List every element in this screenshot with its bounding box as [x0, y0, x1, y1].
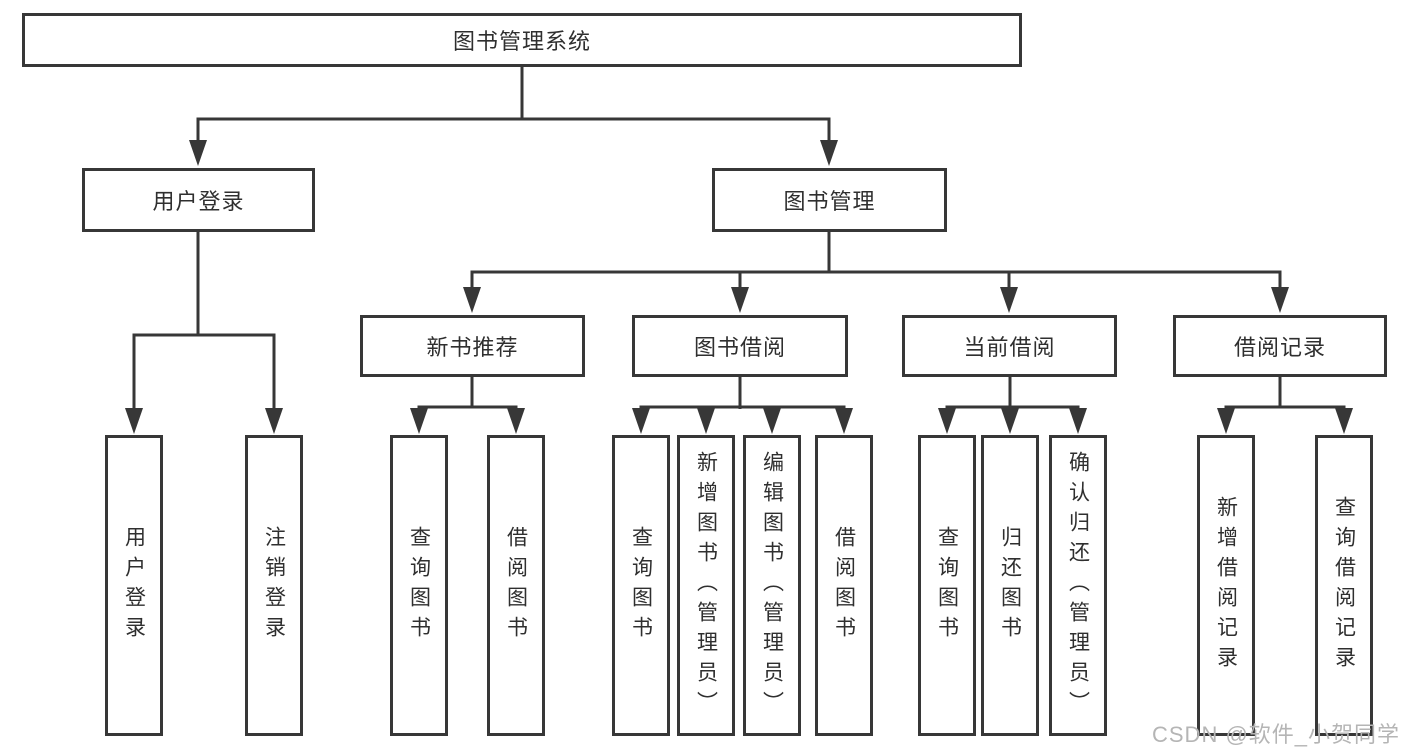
node-user-login: 用户登录 — [82, 168, 315, 232]
arrowhead — [632, 408, 650, 434]
connector-current-borrow-to-leaves — [945, 377, 1080, 410]
leaf-borrow-books-rec: 借阅图书 — [487, 435, 545, 736]
leaf-logout: 注销登录 — [245, 435, 303, 736]
arrowhead — [763, 408, 781, 434]
arrowhead — [1217, 408, 1235, 434]
node-label: 图书管理系统 — [452, 29, 591, 54]
arrowhead — [463, 287, 481, 313]
connector-book-mgmt-to-level3 — [470, 232, 1282, 291]
node-new-book-recommend: 新书推荐 — [360, 315, 585, 377]
node-label: 借阅记录 — [1233, 335, 1326, 360]
leaf-query-books-rec: 查询图书 — [390, 435, 448, 736]
leaf-label: 注销登录 — [262, 525, 286, 646]
connector-root-to-level2 — [196, 67, 831, 145]
arrowhead — [835, 408, 853, 434]
leaf-edit-books-admin: 编辑图书（管理员） — [743, 435, 801, 736]
arrowhead — [697, 408, 715, 434]
connector-new-rec-to-leaves — [417, 377, 518, 410]
arrowhead — [731, 287, 749, 313]
leaf-label: 借阅图书 — [832, 525, 856, 646]
node-current-borrow: 当前借阅 — [902, 315, 1117, 377]
leaf-query-books-borrow: 查询图书 — [612, 435, 670, 736]
leaf-query-borrow-record: 查询借阅记录 — [1315, 435, 1373, 736]
arrowhead — [125, 408, 143, 434]
node-label: 用户登录 — [152, 189, 245, 214]
arrowhead — [1271, 287, 1289, 313]
arrowhead — [938, 408, 956, 434]
leaf-label: 查询图书 — [407, 525, 431, 646]
node-label: 新书推荐 — [426, 335, 519, 360]
node-label: 当前借阅 — [963, 335, 1056, 360]
leaf-label: 查询图书 — [629, 525, 653, 646]
arrowhead — [1000, 287, 1018, 313]
leaf-label: 用户登录 — [122, 525, 146, 646]
node-label: 图书借阅 — [693, 335, 786, 360]
leaf-label: 借阅图书 — [504, 525, 528, 646]
leaf-add-books-admin: 新增图书（管理员） — [677, 435, 735, 736]
node-borrow-records: 借阅记录 — [1173, 315, 1387, 377]
leaf-user-login: 用户登录 — [105, 435, 163, 736]
arrowhead — [1001, 408, 1019, 434]
connector-book-borrow-to-leaves — [639, 377, 846, 410]
node-book-borrow: 图书借阅 — [632, 315, 848, 377]
leaf-query-books-current: 查询图书 — [918, 435, 976, 736]
node-label: 图书管理 — [783, 189, 876, 214]
arrowhead — [507, 408, 525, 434]
arrowhead — [410, 408, 428, 434]
connector-borrow-records-to-leaves — [1224, 377, 1346, 410]
node-book-management: 图书管理 — [712, 168, 947, 232]
leaf-label: 归还图书 — [998, 525, 1022, 646]
leaf-borrow-books: 借阅图书 — [815, 435, 873, 736]
arrowhead — [1069, 408, 1087, 434]
arrowhead — [189, 140, 207, 166]
leaf-label: 编辑图书（管理员） — [760, 450, 784, 721]
leaf-label: 查询借阅记录 — [1332, 495, 1356, 676]
leaf-return-books: 归还图书 — [981, 435, 1039, 736]
csdn-watermark: CSDN @软件_小贺同学 — [1152, 722, 1401, 747]
connector-user-login-to-leaves — [132, 232, 276, 411]
leaf-add-borrow-record: 新增借阅记录 — [1197, 435, 1255, 736]
leaf-label: 新增图书（管理员） — [694, 450, 718, 721]
leaf-label: 确认归还（管理员） — [1066, 450, 1090, 721]
leaf-label: 新增借阅记录 — [1214, 495, 1238, 676]
node-root-library-system: 图书管理系统 — [22, 13, 1022, 67]
arrowhead — [265, 408, 283, 434]
arrowhead — [820, 140, 838, 166]
arrowheads — [125, 140, 1353, 434]
arrowhead — [1335, 408, 1353, 434]
leaf-confirm-return-admin: 确认归还（管理员） — [1049, 435, 1107, 736]
leaf-label: 查询图书 — [935, 525, 959, 646]
